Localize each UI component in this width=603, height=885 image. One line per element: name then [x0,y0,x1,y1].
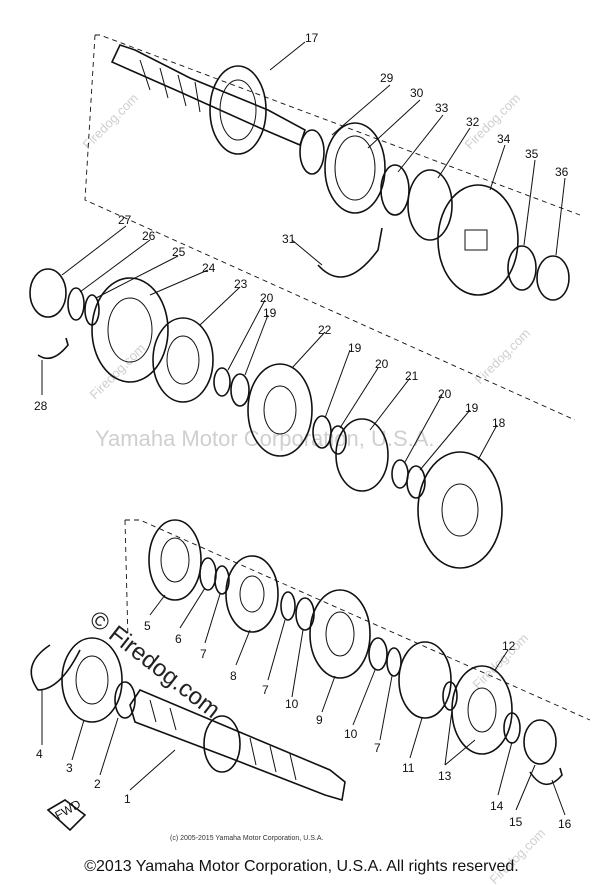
callout-20b: 20 [375,357,389,371]
washer-2 [114,681,136,719]
washer-26 [67,287,85,321]
main-axle-assembly [84,34,581,421]
callout-31: 31 [282,232,296,246]
circlip-20b [329,425,347,455]
circlip-20a [213,367,231,397]
callout-28: 28 [34,399,48,413]
callout-12: 12 [502,639,516,653]
callout-33: 33 [435,101,449,115]
callout-26: 26 [142,229,156,243]
bearing-15 [523,719,557,765]
callout-21: 21 [405,369,419,383]
gear-9 [309,589,371,679]
callout-3: 3 [66,761,73,775]
watermark-layer: Yamaha Motor Corporation, U.S.A. Firedog… [80,90,549,885]
gear-11 [398,641,452,719]
circlip-28 [37,337,69,360]
callout-4: 4 [36,747,43,761]
circlip-7c [386,647,402,677]
circlip-13 [442,681,458,711]
callout-36: 36 [555,165,569,179]
drive-axle-shaft-1 [129,689,346,802]
callout-6: 6 [175,632,182,646]
circlip-16 [529,767,563,786]
circlip-20c [391,459,409,489]
nut-36 [536,255,570,301]
gear-5 [148,519,202,601]
callout-1: 1 [124,792,131,806]
main-axle-shaft [110,44,306,147]
gear-23 [152,317,214,403]
circlip-7a [214,565,230,595]
gear-17 [209,65,267,155]
callout-24: 24 [202,261,216,275]
callout-34: 34 [497,132,511,146]
gear-22 [247,363,313,457]
callout-19c: 19 [465,401,479,415]
callout-20c: 20 [438,387,452,401]
callout-8: 8 [230,669,237,683]
collar-32 [407,169,453,241]
gear-18 [417,451,503,569]
washer-10b [368,637,388,671]
watermark-firedog-mid-left: Firedog.com [87,340,149,402]
watermark-firedog-mid-right: Firedog.com [472,325,534,387]
circlip-31 [317,227,383,278]
callout-2: 2 [94,777,101,791]
callout-14: 14 [490,799,504,813]
callout-23: 23 [234,277,248,291]
callout-30: 30 [410,86,424,100]
middle-gear-assembly [29,268,503,569]
callout-13: 13 [438,769,452,783]
fwd-label: FWD [53,797,84,823]
callout-22: 22 [318,323,332,337]
callout-16: 16 [558,817,572,831]
bearing-30 [324,122,386,214]
bearing-3 [61,637,123,723]
forward-direction-indicator: FWD [46,797,87,832]
washer-6 [199,557,217,591]
leader-lines [41,41,566,816]
callout-19b: 19 [348,341,362,355]
callout-7b: 7 [262,683,269,697]
washer-29 [299,129,325,175]
gear-21 [335,418,389,492]
callout-15: 15 [509,815,523,829]
callout-10a: 10 [285,697,299,711]
callout-7a: 7 [200,647,207,661]
washer-19c [406,465,426,499]
watermark-firedog-bottom-right: Firedog.com [487,825,549,885]
watermark-firedog-large: © Firedog.com [84,605,225,723]
copyright-credit-line: (c) 2005-2015 Yamaha Motor Corporation, … [170,835,324,842]
callout-17: 17 [305,31,319,45]
drive-axle-assembly [30,519,591,802]
callout-7c: 7 [374,741,381,755]
callout-5: 5 [144,619,151,633]
sprocket-34 [437,184,519,296]
gear-24 [91,277,169,383]
washer-19a [230,373,250,407]
callout-9: 9 [316,713,323,727]
callout-10b: 10 [344,727,358,741]
callout-18: 18 [492,416,506,430]
copyright-footer: ©2013 Yamaha Motor Corporation, U.S.A. A… [84,858,519,875]
callout-20a: 20 [260,291,274,305]
callout-19a: 19 [263,306,277,320]
watermark-center: Yamaha Motor Corporation, U.S.A. [95,426,435,451]
circlip-4 [30,644,81,691]
callout-35: 35 [525,147,539,161]
callout-labels: 17 29 30 33 32 34 35 36 31 27 26 25 24 2… [34,31,572,831]
lock-washer-35 [507,245,537,291]
callout-29: 29 [380,71,394,85]
bearing-27 [29,268,67,318]
gear-8 [225,555,279,633]
oil-seal-33 [380,164,410,216]
callout-27: 27 [118,213,132,227]
callout-25: 25 [172,245,186,259]
callout-11: 11 [402,761,415,775]
callout-32: 32 [466,115,480,129]
circlip-7b [280,591,296,621]
